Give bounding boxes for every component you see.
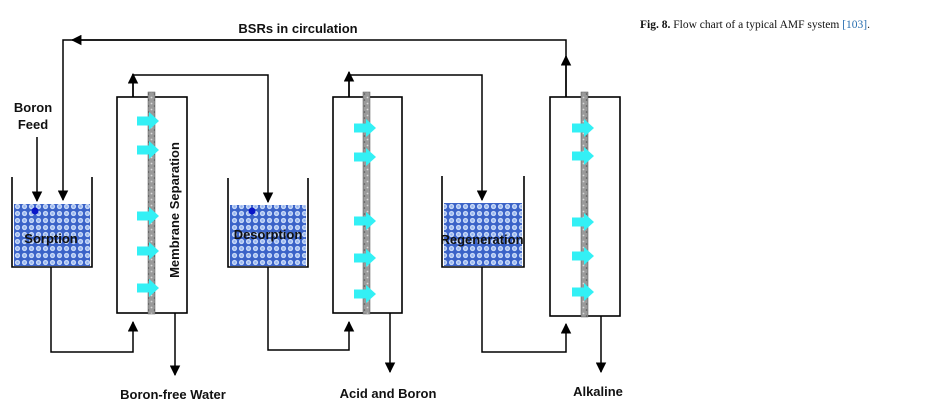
boron-dot-icon (248, 207, 256, 215)
boron-free-water-label: Boron-free Water (120, 387, 226, 402)
caption-reference-link[interactable]: [103] (842, 19, 868, 31)
membrane-column-3 (549, 91, 621, 318)
desorption-tank: Desorption (227, 178, 309, 268)
sorption-label: Sorption (24, 231, 77, 246)
alkaline-label: Alkaline (573, 384, 623, 399)
circulation-label: BSRs in circulation (238, 21, 357, 36)
desorption-to-column2 (267, 267, 355, 351)
boron-feed-label-line1: Boron (14, 100, 52, 115)
sorption-tank: Sorption (11, 177, 93, 268)
regeneration-tank: Regeneration (440, 176, 525, 268)
desorption-label: Desorption (234, 227, 303, 242)
acid-and-boron-label: Acid and Boron (340, 386, 437, 401)
sorption-to-column1 (50, 267, 139, 353)
regeneration-label: Regeneration (440, 232, 523, 247)
boron-dot-icon (31, 207, 39, 215)
caption-end: . (867, 19, 870, 31)
figure-caption: Fig. 8. Flow chart of a typical AMF syst… (640, 19, 870, 31)
caption-text: Flow chart of a typical AMF system (670, 19, 843, 31)
membrane-column-2 (332, 91, 403, 315)
boron-feed-label-line2: Feed (18, 117, 48, 132)
regeneration-to-column3 (481, 267, 572, 353)
figure-number: Fig. 8. (640, 19, 671, 31)
membrane-separation-label: Membrane Separation (167, 142, 182, 278)
flow-lines (31, 34, 607, 377)
membrane-column-1: Membrane Separation (116, 91, 188, 315)
